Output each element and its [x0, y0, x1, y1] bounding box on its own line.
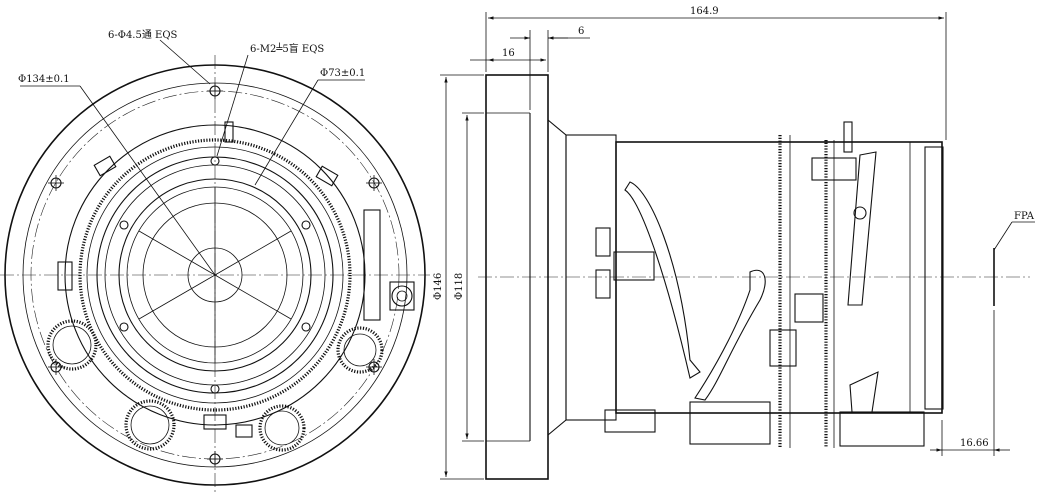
label-length-total: 164.9 [690, 6, 719, 17]
rear-mount [924, 146, 944, 410]
pinion-gears [46, 285, 413, 452]
lens-taper [547, 119, 567, 436]
label-hole-blind: 6-M2╧5盲 EQS [250, 42, 324, 55]
front-view: 6-Φ4.5通 EQS 6-M2╧5盲 EQS Φ134±0.1 Φ73±0.1 [0, 29, 430, 495]
leader-hole-blind [216, 54, 249, 157]
label-hole-through: 6-Φ4.5通 EQS [108, 29, 178, 41]
label-len-16: 16 [502, 48, 515, 59]
side-mechanism [595, 121, 925, 447]
leader-hole-through [159, 39, 211, 85]
fpa-leader [993, 221, 1013, 251]
label-dia-118: Φ118 [454, 273, 465, 300]
cam-slot-left [624, 181, 701, 379]
mechanism-blocks [57, 121, 415, 438]
label-fpa: FPA [1014, 211, 1035, 222]
blind-holes [119, 156, 311, 394]
leader-dia-inner [254, 79, 319, 186]
cam-slot-right [847, 151, 877, 306]
label-dist-fpa: 16.66 [960, 438, 989, 449]
label-dia-outer: Φ134±0.1 [18, 74, 70, 85]
front-flange [485, 74, 549, 480]
label-dia-146: Φ146 [433, 273, 444, 300]
side-screw [853, 206, 867, 220]
label-dia-inner: Φ73±0.1 [320, 68, 365, 79]
front-barrel [565, 134, 617, 421]
side-view: FPA 164.9 16 6 Φ146 Φ118 16.66 [433, 6, 1035, 480]
cam-slot-right-lower [849, 371, 879, 413]
cam-slot-mid [694, 269, 766, 401]
label-len-6: 6 [578, 26, 584, 37]
leader-dia-outer [79, 85, 216, 276]
